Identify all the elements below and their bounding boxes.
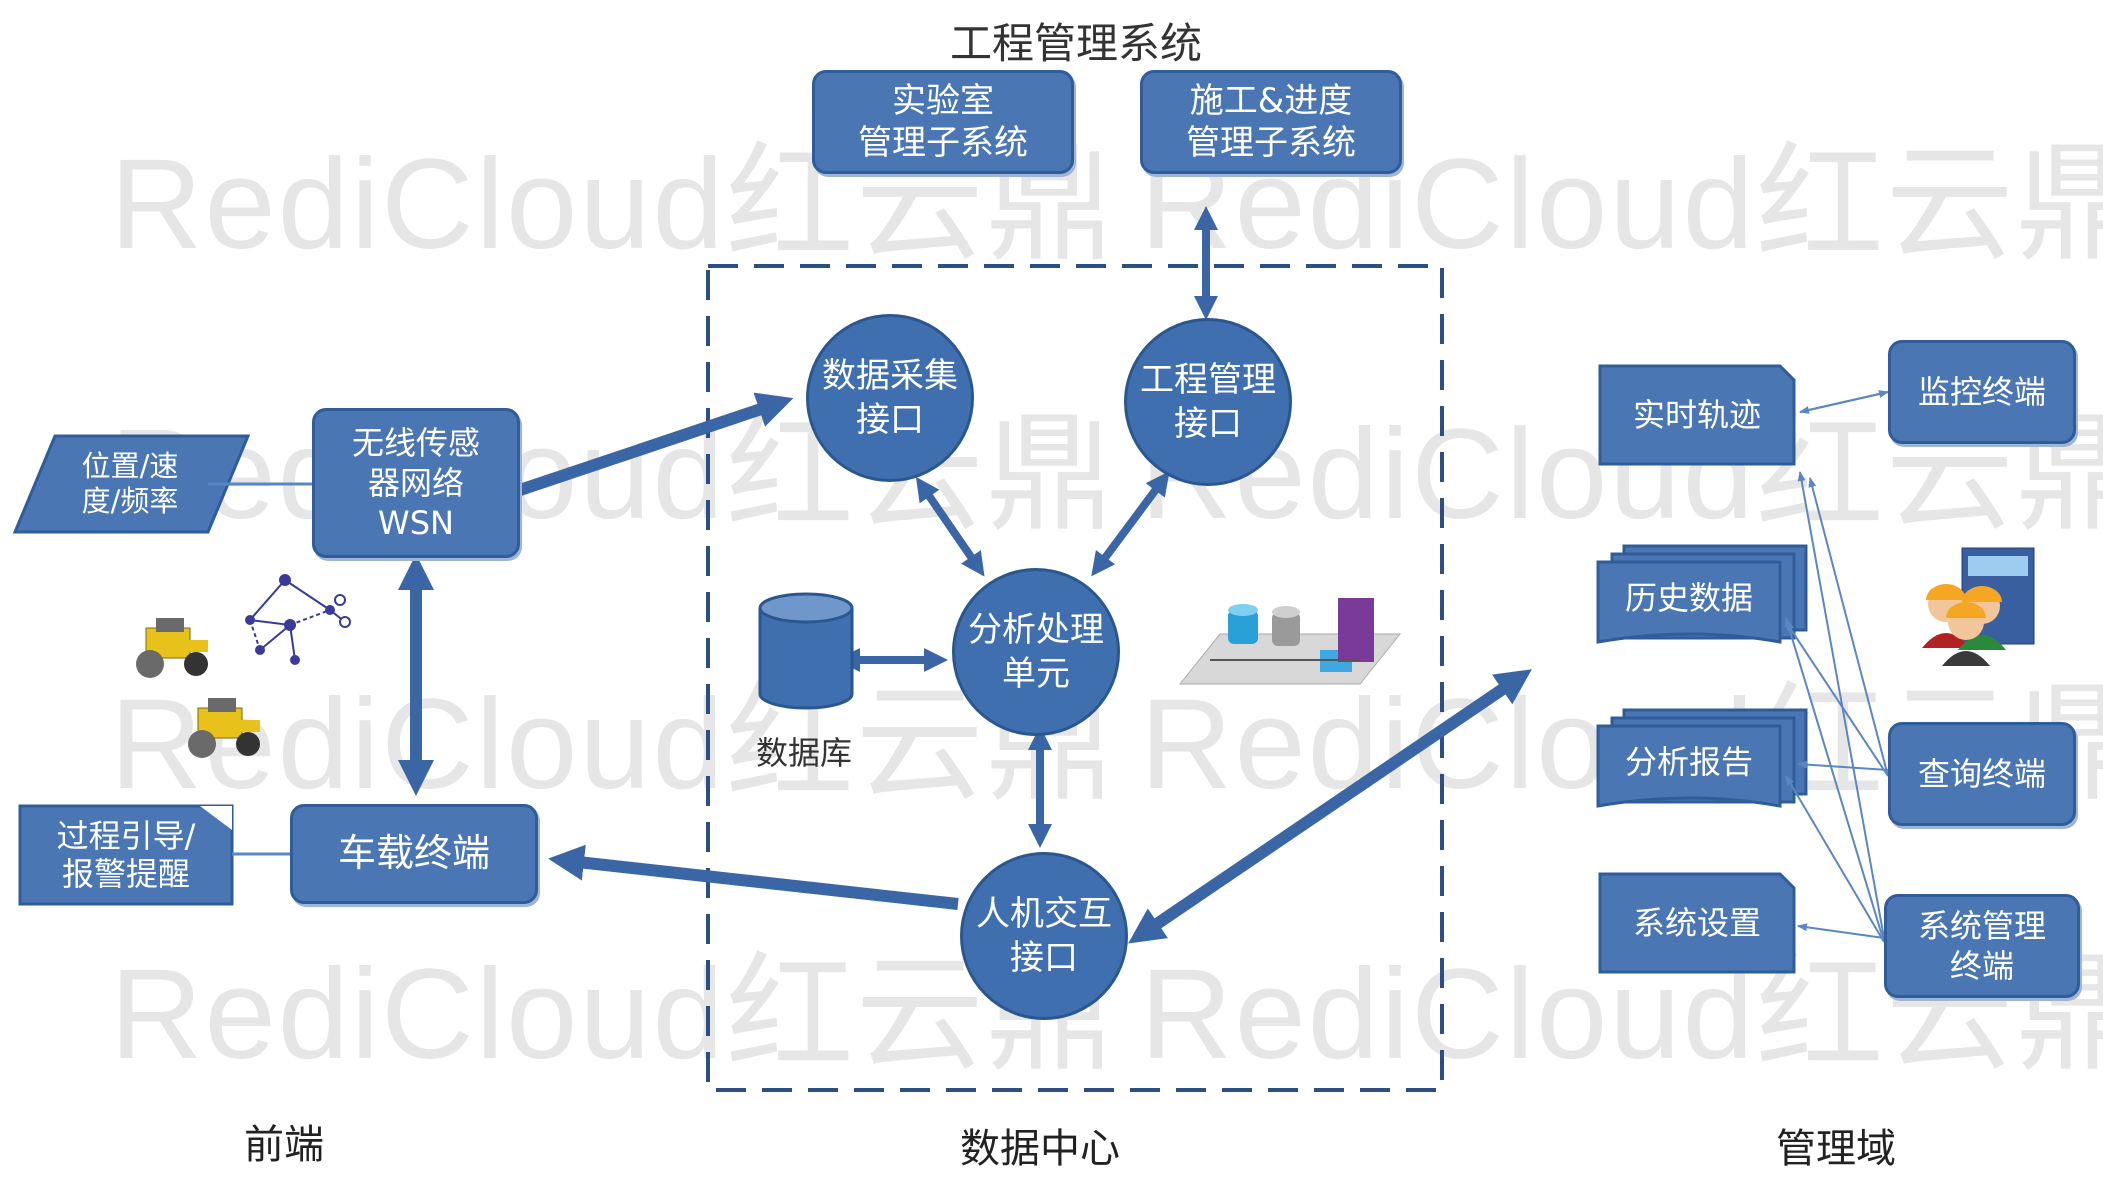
history-shape — [1596, 544, 1808, 644]
system-admin-terminal: 系统管理 终端 — [1884, 894, 2080, 998]
roller-icon — [136, 618, 208, 678]
monitor-terminal: 监控终端 — [1888, 340, 2076, 444]
data-acquisition-interface: 数据采集 接口 — [806, 314, 974, 482]
database-icon — [758, 592, 854, 710]
arrow-hmi-management — [1128, 669, 1532, 944]
watermark: RediCloud红云鼎 — [110, 943, 1116, 1086]
position-speed-frequency-input: 位置/速 度/频率 — [81, 449, 179, 518]
section-management-domain: 管理域 — [1776, 1126, 1896, 1172]
arrow-acq-analysis — [915, 476, 985, 577]
guidance-alarm-output: 过程引导/ 报警提醒 — [56, 816, 196, 893]
system-settings: 系统设置 — [1632, 903, 1761, 942]
guidance-output-shape — [18, 804, 234, 906]
report-shape — [1596, 708, 1808, 808]
engineering-system-title: 工程管理系统 — [950, 19, 1203, 68]
lab-management-subsystem: 实验室 管理子系统 — [812, 70, 1074, 174]
arrow-hmi-vehicle — [548, 844, 959, 910]
analysis-processing-unit: 分析处理 单元 — [952, 568, 1120, 736]
realtime-track-shape — [1598, 364, 1796, 466]
management-connectors — [1784, 390, 1889, 943]
arrow-wsn-acquisition — [518, 392, 794, 496]
construction-progress-subsystem: 施工&进度 管理子系统 — [1140, 70, 1402, 174]
arrow-eng-analysis — [1091, 471, 1170, 577]
vehicle-terminal: 车载终端 — [290, 804, 538, 904]
wsn-node: 无线传感 器网络 WSN — [312, 408, 520, 558]
hmi-interface: 人机交互 接口 — [960, 852, 1128, 1020]
realtime-track: 实时轨迹 — [1632, 395, 1761, 434]
settings-shape — [1598, 872, 1796, 974]
watermark: RediCloud红云鼎 — [110, 673, 1116, 816]
position-input-shape — [12, 434, 251, 534]
history-data: 历史数据 — [1624, 578, 1753, 617]
engineering-management-interface: 工程管理 接口 — [1124, 318, 1292, 486]
analysis-report: 分析报告 — [1624, 742, 1753, 781]
section-data-center: 数据中心 — [960, 1126, 1120, 1172]
section-front-end: 前端 — [244, 1122, 324, 1168]
query-terminal: 查询终端 — [1888, 722, 2076, 826]
network-icon — [245, 574, 351, 665]
roller-icon — [188, 698, 260, 758]
users-icon — [1922, 547, 2035, 666]
server-icon — [1178, 598, 1402, 685]
database-label: 数据库 — [756, 734, 853, 772]
